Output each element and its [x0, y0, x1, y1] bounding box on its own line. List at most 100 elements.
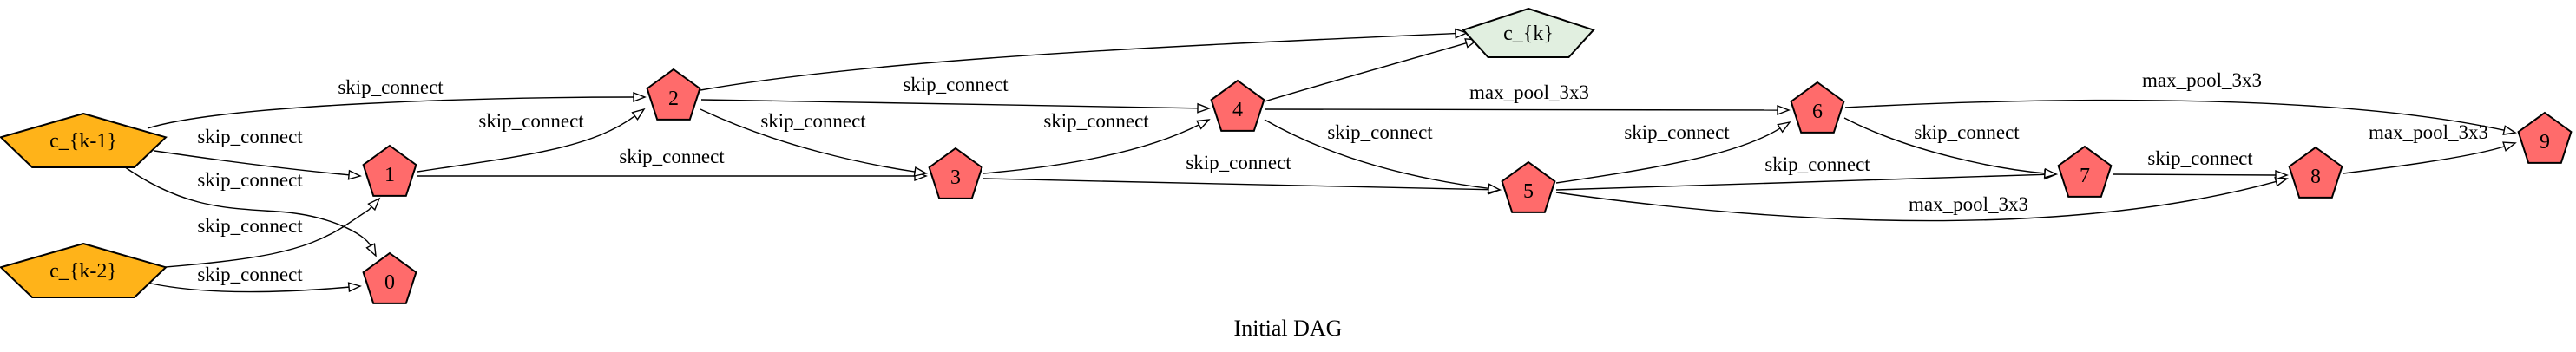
- nodes-layer: c_{k-1} c_{k-2} 0 1 2 3 4 5 6 7 8 9 c_{k}: [0, 7, 2573, 304]
- node-6: 6: [1790, 81, 1845, 134]
- edge-label: max_pool_3x3: [1469, 81, 1589, 103]
- edge-line: [142, 281, 350, 293]
- node-label: 7: [2080, 165, 2090, 187]
- edge-7-to-8: skip_connect: [2112, 147, 2289, 181]
- edge-8-to-9: max_pool_3x3: [2343, 121, 2517, 174]
- arrowhead-icon: [367, 197, 381, 212]
- edge-label: skip_connect: [338, 76, 444, 98]
- node-label: 3: [950, 166, 961, 189]
- pentagon-node-shape: [2288, 146, 2343, 199]
- node-label: 0: [384, 271, 395, 294]
- edges-layer: skip_connectskip_connectskip_connectskip…: [121, 28, 2517, 293]
- edge-4-to-6: max_pool_3x3: [1265, 81, 1791, 116]
- node-2: 2: [646, 68, 701, 121]
- arrowhead-icon: [1777, 104, 1791, 116]
- node-label: 8: [2310, 166, 2321, 188]
- edge-label: max_pool_3x3: [1909, 193, 2028, 215]
- edge-label: skip_connect: [197, 215, 303, 237]
- edge-line: [154, 150, 350, 176]
- arrowhead-icon: [347, 169, 362, 180]
- edge-label: skip_connect: [197, 264, 303, 285]
- node-5: 5: [1501, 160, 1556, 213]
- node-label: c_{k}: [1503, 23, 1554, 45]
- node-4: 4: [1210, 79, 1265, 132]
- edge-line: [2343, 146, 2505, 174]
- node-label: 4: [1232, 99, 1243, 121]
- node-0: 0: [362, 251, 417, 304]
- edge-line: [700, 108, 916, 173]
- pentagon-node-shape: [646, 68, 701, 121]
- edge-line: [1555, 173, 2046, 191]
- node-label: 6: [1812, 101, 1823, 123]
- edge-label: skip_connect: [1624, 121, 1730, 143]
- arrowhead-icon: [2502, 141, 2517, 152]
- edge-line: [982, 178, 1489, 191]
- edge-line: [1264, 119, 1489, 190]
- node-ck: c_{k}: [1462, 7, 1595, 58]
- edge-label: skip_connect: [760, 110, 866, 132]
- edge-line: [121, 164, 371, 246]
- edge-line: [1264, 42, 1467, 102]
- edge-2-to-ck: [700, 28, 1469, 91]
- edge-label: max_pool_3x3: [2369, 121, 2488, 143]
- arrowhead-icon: [1455, 28, 1469, 39]
- arrowhead-icon: [365, 243, 377, 257]
- pentagon-node-shape: [0, 112, 168, 168]
- edge-line: [1555, 127, 1781, 184]
- edge-5-to-7: skip_connect: [1555, 153, 2058, 191]
- edge-ck-1-to-1: skip_connect: [154, 126, 362, 180]
- edge-line: [700, 99, 1199, 109]
- edge-label: skip_connect: [1186, 152, 1291, 173]
- node-3: 3: [928, 147, 983, 199]
- node-ck-1: c_{k-1}: [0, 112, 168, 168]
- node-label: 1: [384, 164, 395, 186]
- pentagon-node-shape: [1501, 160, 1556, 213]
- pentagon-node-shape: [1790, 81, 1845, 134]
- edge-1-to-3: skip_connect: [417, 146, 928, 182]
- node-ck-2: c_{k-2}: [0, 242, 168, 298]
- edge-3-to-5: skip_connect: [982, 152, 1502, 195]
- node-label: 9: [2540, 131, 2550, 153]
- edge-5-to-8: max_pool_3x3: [1555, 176, 2289, 222]
- pentagon-node-shape: [0, 242, 168, 298]
- edge-label: skip_connect: [1914, 121, 2020, 143]
- edge-1-to-2: skip_connect: [417, 108, 646, 173]
- node-label: 2: [668, 88, 679, 110]
- edge-line: [700, 32, 1456, 91]
- edge-4-to-ck: [1264, 38, 1479, 102]
- arrowhead-icon: [2275, 169, 2289, 181]
- arrowhead-icon: [633, 91, 647, 103]
- edge-3-to-4: skip_connect: [982, 110, 1211, 174]
- edge-ck-2-to-1: skip_connect: [142, 197, 381, 270]
- edge-label: skip_connect: [619, 146, 725, 167]
- edge-label: skip_connect: [197, 126, 303, 147]
- edge-ck-1-to-2: skip_connect: [147, 76, 647, 129]
- arrowhead-icon: [2043, 167, 2058, 179]
- diagram-title: Initial DAG: [1234, 316, 1343, 341]
- arrowhead-icon: [1487, 183, 1502, 194]
- arrowhead-icon: [1777, 121, 1791, 134]
- edge-label: skip_connect: [2147, 147, 2253, 169]
- pentagon-node-shape: [362, 251, 417, 304]
- edge-line: [1844, 99, 2505, 131]
- pentagon-node-shape: [2057, 145, 2113, 198]
- edge-line: [2112, 173, 2277, 176]
- arrowhead-icon: [2502, 125, 2517, 135]
- pentagon-node-shape: [2517, 111, 2573, 164]
- pentagon-node-shape: [362, 144, 417, 197]
- edge-line: [982, 124, 1199, 174]
- edge-line: [1265, 108, 1778, 111]
- arrowhead-icon: [913, 166, 928, 177]
- edge-4-to-5: skip_connect: [1264, 119, 1502, 194]
- node-1: 1: [362, 144, 417, 197]
- node-label: c_{k-1}: [49, 130, 117, 153]
- node-8: 8: [2288, 146, 2343, 199]
- edge-label: skip_connect: [197, 169, 303, 191]
- arrowhead-icon: [1196, 119, 1211, 130]
- edge-6-to-9: max_pool_3x3: [1844, 69, 2517, 135]
- edge-label: skip_connect: [1764, 153, 1870, 175]
- edge-line: [142, 206, 372, 270]
- edge-ck-2-to-0: skip_connect: [142, 264, 362, 293]
- node-7: 7: [2057, 145, 2113, 198]
